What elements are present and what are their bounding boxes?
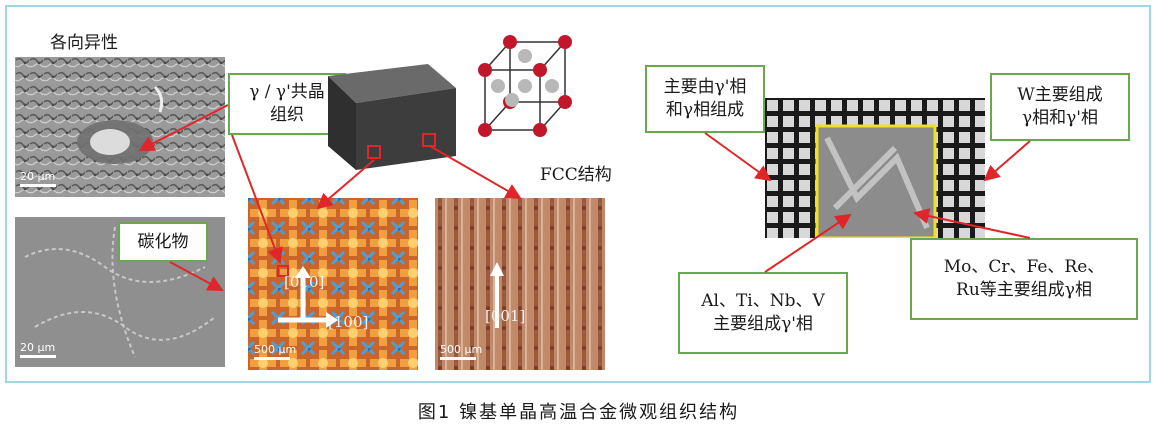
carbide-label: 碳化物 (118, 222, 208, 262)
single-crystal-block-icon (318, 58, 458, 173)
scale-bar-optical-transverse: 500 μm (254, 343, 297, 360)
fcc-unit-cell-icon (465, 20, 585, 145)
w-forms-label: W主要组成 γ相和γ'相 (990, 73, 1130, 141)
direction-010: [010] (284, 273, 325, 291)
direction-100: [100] (328, 313, 369, 331)
gamma-prime-sem-image (765, 98, 985, 258)
mo-cr-label: Mo、Cr、Fe、Re、 Ru等主要组成γ相 (910, 238, 1138, 320)
direction-001: [001] (485, 307, 526, 325)
eutectic-label: γ / γ'共晶 组织 (228, 73, 346, 135)
scale-bar-sem-bottom: 20 μm (20, 341, 57, 358)
figure-caption: 图1 镍基单晶高温合金微观组织结构 (417, 402, 740, 423)
optical-longitudinal-image (435, 198, 605, 370)
scale-bar-optical-longitudinal: 500 μm (440, 343, 483, 360)
fcc-label: FCC结构 (540, 165, 612, 185)
anisotropy-label: 各向异性 (50, 33, 118, 53)
al-ti-label: Al、Ti、Nb、V 主要组成γ'相 (678, 272, 848, 354)
gamma-prime-gamma-label: 主要由γ'相 和γ相组成 (645, 65, 765, 133)
scale-bar-sem-top: 20 μm (20, 170, 57, 187)
